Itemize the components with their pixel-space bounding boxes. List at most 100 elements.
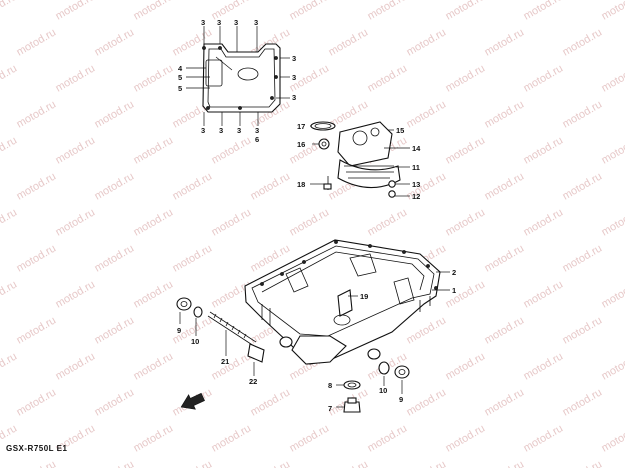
watermark-text: motod.ru: [210, 134, 254, 166]
watermark-text: motod.ru: [15, 170, 59, 202]
watermark-text: motod.ru: [93, 26, 137, 58]
watermark-text: motod.ru: [405, 458, 449, 468]
watermark-text: motod.ru: [561, 26, 605, 58]
watermark-text: motod.ru: [15, 98, 59, 130]
watermark-text: motod.ru: [132, 422, 176, 454]
callout-10: 10: [379, 386, 387, 395]
callout-3: 3: [254, 18, 258, 27]
watermark-text: motod.ru: [483, 386, 527, 418]
watermark-text: motod.ru: [93, 314, 137, 346]
watermark-text: motod.ru: [366, 206, 410, 238]
watermark-text: motod.ru: [249, 386, 293, 418]
watermark-text: motod.ru: [0, 278, 19, 310]
watermark-text: motod.ru: [93, 98, 137, 130]
watermark-text: motod.ru: [366, 0, 410, 23]
callout-8: 8: [328, 381, 332, 390]
watermark-text: motod.ru: [522, 0, 566, 23]
watermark-text: motod.ru: [0, 134, 19, 166]
drain-plug-parts: [336, 361, 410, 413]
callout-21: 21: [221, 357, 229, 366]
watermark-text: motod.ru: [483, 26, 527, 58]
watermark-text: motod.ru: [444, 0, 488, 23]
watermark-text: motod.ru: [54, 206, 98, 238]
watermark-text: motod.ru: [288, 422, 332, 454]
watermark-text: motod.ru: [600, 62, 625, 94]
callout-9: 9: [177, 326, 181, 335]
watermark-text: motod.ru: [405, 314, 449, 346]
callout-14: 14: [412, 144, 421, 153]
callout-18: 18: [297, 180, 305, 189]
watermark-text: motod.ru: [483, 242, 527, 274]
callout-15: 15: [396, 126, 404, 135]
watermark-text: motod.ru: [444, 350, 488, 382]
callout-12: 12: [412, 192, 420, 201]
watermark-text: motod.ru: [0, 62, 19, 94]
watermark-text: motod.ru: [522, 422, 566, 454]
watermark-text: motod.ru: [15, 314, 59, 346]
watermark-text: motod.ru: [15, 26, 59, 58]
watermark-text: motod.ru: [288, 206, 332, 238]
watermark-text: motod.ru: [600, 422, 625, 454]
watermark-text: motod.ru: [522, 350, 566, 382]
callout-5: 5: [178, 73, 182, 82]
watermark-text: motod.ru: [132, 278, 176, 310]
watermark-text: motod.ru: [171, 458, 215, 468]
callout-3: 3: [201, 126, 205, 135]
watermark-text: motod.ru: [54, 62, 98, 94]
watermark-text: motod.ru: [54, 0, 98, 23]
watermark-text: motod.ru: [54, 350, 98, 382]
watermark-text: motod.ru: [600, 278, 625, 310]
callout-13: 13: [412, 180, 420, 189]
callout-3: 3: [201, 18, 205, 27]
callout-2: 2: [452, 268, 456, 277]
watermark-text: motod.ru: [0, 350, 19, 382]
watermark-text: motod.ru: [600, 350, 625, 382]
side-plug-parts: [176, 297, 265, 376]
watermark-text: motod.ru: [405, 98, 449, 130]
watermark-text: motod.ru: [93, 242, 137, 274]
callout-9: 9: [399, 395, 403, 404]
watermark-text: motod.ru: [171, 170, 215, 202]
watermark-text: motod.ru: [93, 458, 137, 468]
oil-strainer-assembly: [310, 121, 410, 198]
oil-pan-gasket-plan: [186, 26, 290, 126]
watermark-text: motod.ru: [366, 62, 410, 94]
callout-3: 3: [292, 73, 296, 82]
oil-pan: [244, 239, 450, 365]
watermark-text: motod.ru: [132, 206, 176, 238]
watermark-text: motod.ru: [249, 170, 293, 202]
watermark-text: motod.ru: [249, 458, 293, 468]
watermark-text: motod.ru: [327, 26, 371, 58]
watermark-text: motod.ru: [444, 278, 488, 310]
callout-19: 19: [360, 292, 368, 301]
callout-17: 17: [297, 122, 305, 131]
watermark-text: motod.ru: [54, 134, 98, 166]
watermark-text: motod.ru: [132, 0, 176, 23]
callout-4: 4: [178, 64, 183, 73]
watermark-text: motod.ru: [522, 206, 566, 238]
watermark-text: motod.ru: [93, 170, 137, 202]
watermark-text: motod.ru: [288, 0, 332, 23]
watermark-text: motod.ru: [15, 458, 59, 468]
watermark-text: motod.ru: [483, 170, 527, 202]
callout-5: 5: [178, 84, 182, 93]
callout-3: 3: [292, 54, 296, 63]
watermark-text: motod.ru: [132, 62, 176, 94]
watermark-text: motod.ru: [444, 206, 488, 238]
watermark-text: motod.ru: [210, 350, 254, 382]
watermark-text: motod.ru: [132, 134, 176, 166]
watermark-text: motod.ru: [522, 62, 566, 94]
watermark-text: motod.ru: [0, 0, 19, 23]
watermark-text: motod.ru: [15, 242, 59, 274]
watermark-text: motod.ru: [561, 170, 605, 202]
callout-3: 3: [292, 93, 296, 102]
callout-3: 3: [217, 18, 221, 27]
watermark-text: motod.ru: [444, 422, 488, 454]
watermark-text: motod.ru: [0, 206, 19, 238]
callout-6: 6: [255, 135, 259, 144]
watermark-text: motod.ru: [444, 134, 488, 166]
watermark-text: motod.ru: [483, 458, 527, 468]
